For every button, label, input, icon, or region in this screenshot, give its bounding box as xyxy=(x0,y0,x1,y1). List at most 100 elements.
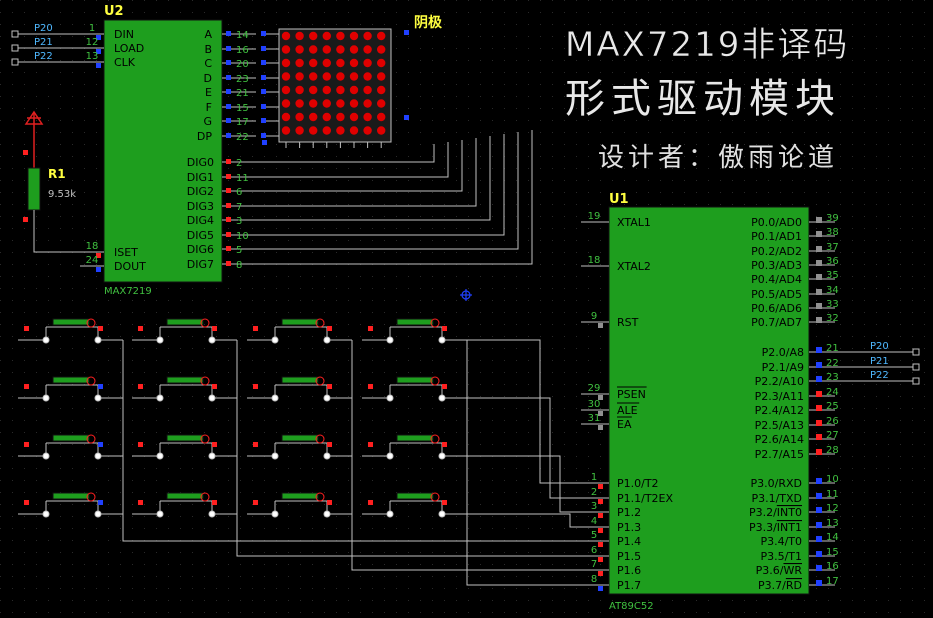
u2-dig-state xyxy=(226,217,231,222)
u1-p0-name: P0.0/AD0 xyxy=(751,216,802,229)
u1-p3-prefix: P3.7/ xyxy=(758,579,786,592)
led-dot xyxy=(281,31,291,41)
u1-p0-state xyxy=(816,289,822,295)
u1-p2-name: P2.5/A13 xyxy=(755,419,804,432)
u2-dig-state xyxy=(226,232,231,237)
led-dot xyxy=(281,45,291,54)
key-cap xyxy=(52,376,90,384)
digit-wire xyxy=(252,132,519,250)
key-indicator-icon xyxy=(430,376,440,386)
key-state xyxy=(368,326,373,331)
resistor-r1[interactable]: R1 9.53k xyxy=(23,110,104,253)
key-cap xyxy=(52,318,90,326)
key-terminal xyxy=(271,394,279,402)
u1-p2-number: 25 xyxy=(826,401,839,412)
keypad-button[interactable] xyxy=(24,318,103,344)
led-matrix-label: 阴极 xyxy=(414,14,443,31)
keypad-button[interactable] xyxy=(368,318,447,344)
u1-p3-prefix: P3.6/ xyxy=(756,564,784,577)
u2-dig-state xyxy=(226,174,231,179)
u2-dig-name: DIG1 xyxy=(187,171,214,184)
matrix-pin-state xyxy=(262,140,267,145)
keypad-button[interactable] xyxy=(138,492,217,518)
key-state xyxy=(98,384,103,389)
u2-pin-state xyxy=(96,35,101,40)
u1-p3-state xyxy=(816,493,822,499)
keypad-button[interactable] xyxy=(368,376,447,402)
u1-p3-state xyxy=(816,536,822,542)
net-terminal xyxy=(912,377,920,385)
led-dot xyxy=(295,126,304,135)
led-dot xyxy=(322,85,331,95)
u1-p3-name: P3.1/TXD xyxy=(751,492,802,505)
u2-dig-number: 5 xyxy=(236,245,242,256)
key-state xyxy=(368,442,373,447)
key-state xyxy=(138,326,143,331)
keypad-button[interactable] xyxy=(24,492,103,518)
key-state xyxy=(24,326,29,331)
led-dot xyxy=(377,126,386,135)
led-dot xyxy=(281,112,291,122)
u1-pin-number: 29 xyxy=(588,383,601,394)
keypad-button[interactable] xyxy=(138,376,217,402)
u1-pin-number: 31 xyxy=(588,413,601,424)
u2-seg-state xyxy=(261,133,266,138)
led-dot xyxy=(349,58,359,68)
led-dot xyxy=(336,126,345,135)
keypad-button[interactable] xyxy=(368,492,447,518)
r1-body xyxy=(27,167,41,211)
led-dot xyxy=(309,58,318,68)
keypad[interactable] xyxy=(24,318,447,518)
keypad-button[interactable] xyxy=(368,434,447,460)
crosshair-icon xyxy=(460,289,472,301)
key-state xyxy=(368,500,373,505)
u2-seg-state xyxy=(226,46,231,51)
u1-p3-name: P3.4/T0 xyxy=(760,535,802,548)
led-dot xyxy=(295,112,304,122)
keypad-button[interactable] xyxy=(253,492,332,518)
u1-p1-state xyxy=(598,528,603,533)
net-terminal xyxy=(11,44,19,52)
keypad-button[interactable] xyxy=(253,434,332,460)
led-matrix[interactable]: 阴极 xyxy=(262,14,443,148)
key-state xyxy=(327,442,332,447)
max7219-body xyxy=(103,19,223,283)
u1-p0-number: 35 xyxy=(826,270,839,281)
u1-p1-state xyxy=(598,571,603,576)
key-state xyxy=(442,326,447,331)
u1-p1-number: 5 xyxy=(591,530,597,541)
u2-dig-state xyxy=(226,246,231,251)
keypad-button[interactable] xyxy=(24,434,103,460)
u1-p3-overline-text: RD xyxy=(786,579,802,592)
u1-p3-name: P3.5/T1 xyxy=(760,550,802,563)
led-dot xyxy=(281,85,291,95)
u2-seg-number: 23 xyxy=(236,74,249,85)
led-dot xyxy=(309,112,318,122)
at89c52-ref: U1 xyxy=(609,192,629,207)
keypad-button[interactable] xyxy=(24,376,103,402)
led-dot xyxy=(322,58,331,68)
u1-p2-number: 21 xyxy=(826,343,839,354)
u1-p1-name: P1.0/T2 xyxy=(617,477,659,490)
u2-pin-number: 24 xyxy=(86,255,99,266)
u1-p0-name: P0.1/AD1 xyxy=(751,230,802,243)
u2-seg-state xyxy=(226,133,231,138)
key-terminal xyxy=(42,510,50,518)
u1-p3-name: P3.2/INT0 xyxy=(749,506,802,519)
u1-p2-number: 27 xyxy=(826,430,839,441)
keypad-button[interactable] xyxy=(138,318,217,344)
keypad-button[interactable] xyxy=(253,376,332,402)
key-cap xyxy=(281,434,319,442)
r1-wire xyxy=(33,210,104,253)
keypad-button[interactable] xyxy=(138,434,217,460)
u1-pin-state xyxy=(598,323,603,328)
led-dot xyxy=(322,99,331,108)
key-state xyxy=(327,326,332,331)
keypad-button[interactable] xyxy=(253,318,332,344)
u2-seg-number: 16 xyxy=(236,45,249,56)
key-cap xyxy=(396,492,434,500)
designer-label: 设计者：傲雨论道 xyxy=(598,143,838,173)
key-indicator-icon xyxy=(200,376,210,386)
